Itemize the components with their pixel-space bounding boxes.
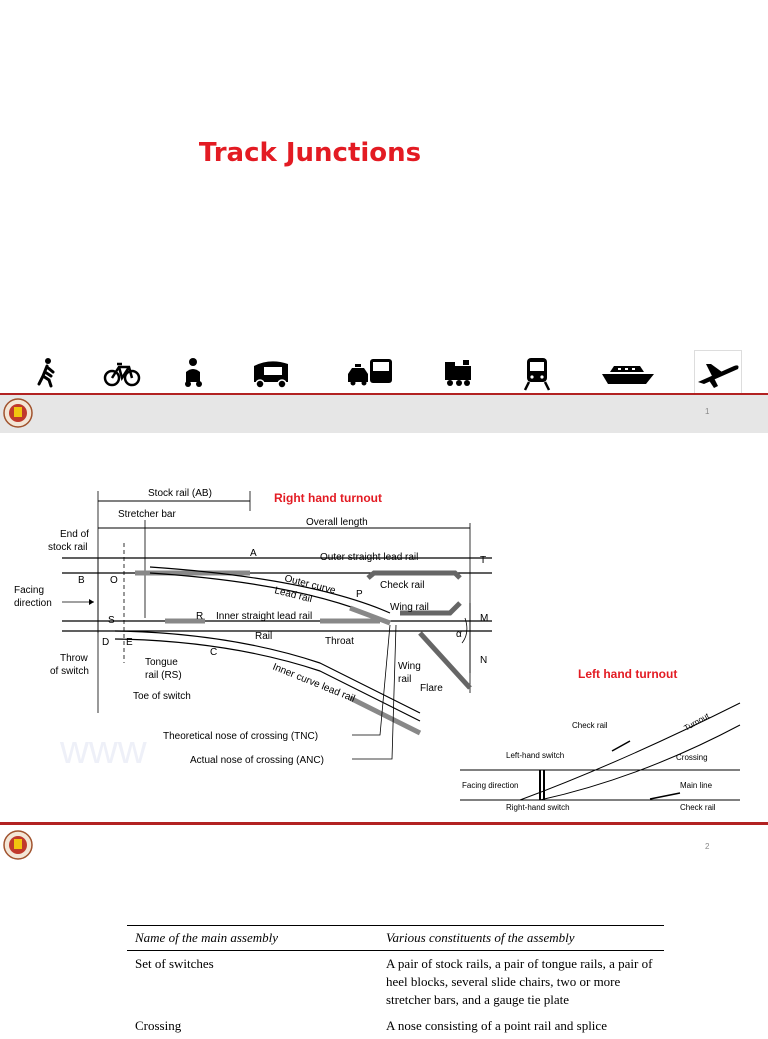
end-label-2: stock rail xyxy=(48,542,87,553)
point-C: C xyxy=(210,647,217,658)
slide-footer-band xyxy=(0,395,768,433)
rail-label: Rail xyxy=(255,631,272,642)
point-D: D xyxy=(102,637,109,648)
inset-check-rail-2: Check rail xyxy=(680,803,716,812)
table-header: Various constituents of the assembly xyxy=(378,925,664,951)
left-hand-turnout-title: Left hand turnout xyxy=(578,667,677,681)
inset-main-line: Main line xyxy=(680,781,713,790)
throw-label-2: of switch xyxy=(50,666,89,677)
inner-straight-label: Inner straight lead rail xyxy=(216,611,312,622)
wing-rail-label: Wing rail xyxy=(390,602,429,613)
check-rail-label: Check rail xyxy=(380,580,424,591)
tongue-label-1: Tongue xyxy=(145,657,178,668)
table-header: Name of the main assembly xyxy=(127,925,378,951)
tongue-label-2: rail (RS) xyxy=(145,670,182,681)
tnc-label: Theoretical nose of crossing (TNC) xyxy=(163,731,318,742)
ship-icon xyxy=(602,366,654,384)
table-cell: Crossing xyxy=(135,1018,182,1033)
slide-divider-2 xyxy=(0,822,768,825)
auto-rickshaw-icon xyxy=(254,361,288,389)
end-label-1: End of xyxy=(60,529,89,540)
table-row: Set of switches A pair of stock rails, a… xyxy=(127,951,664,1014)
right-hand-turnout-title: Right hand turnout xyxy=(274,491,382,505)
inset-facing: Facing direction xyxy=(462,781,518,790)
flare-label: Flare xyxy=(420,683,443,694)
slide-divider xyxy=(0,393,768,395)
stretcher-bar-label: Stretcher bar xyxy=(118,509,176,520)
wing-label-2: rail xyxy=(398,674,411,685)
slide-header-band-2 xyxy=(0,825,768,865)
bicycle-icon xyxy=(103,362,141,387)
point-S: S xyxy=(108,615,115,626)
table-header-row: Name of the main assembly Various consti… xyxy=(127,925,664,951)
overall-length-label: Overall length xyxy=(306,517,368,528)
institute-seal-icon-2 xyxy=(3,830,33,860)
alpha-label: α xyxy=(456,629,462,640)
steam-train-icon xyxy=(445,360,471,386)
point-B: B xyxy=(78,575,85,586)
turnout-diagram: www Stock rail (AB) Stretcher bar Overal… xyxy=(14,488,755,818)
page-number-2: 2 xyxy=(705,842,710,851)
inset-crossing: Crossing xyxy=(676,753,708,762)
point-O: O xyxy=(110,575,118,586)
slide-1: Track Junctions xyxy=(0,0,768,433)
facing-label-2: direction xyxy=(14,598,52,609)
inset-right-switch: Right-hand switch xyxy=(506,803,570,812)
metro-train-icon xyxy=(523,358,551,391)
table-cell: A nose consisting of a point rail and sp… xyxy=(386,1018,607,1033)
institute-seal-icon xyxy=(3,398,33,428)
facing-label-1: Facing xyxy=(14,585,44,596)
left-hand-turnout-inset: Check rail Turnout Left-hand switch Cros… xyxy=(455,693,755,818)
page-number: 1 xyxy=(705,407,710,416)
point-N: N xyxy=(480,655,487,666)
point-E: E xyxy=(126,637,133,648)
throw-label-1: Throw xyxy=(60,653,89,664)
toe-label: Toe of switch xyxy=(133,691,191,702)
point-R: R xyxy=(196,611,203,622)
anc-label: Actual nose of crossing (ANC) xyxy=(190,755,324,766)
outer-straight-label: Outer straight lead rail xyxy=(320,552,418,563)
watermark: www xyxy=(59,728,147,772)
wing-label-1: Wing xyxy=(398,661,421,672)
slide-title: Track Junctions xyxy=(198,138,422,168)
assembly-table: Name of the main assembly Various consti… xyxy=(127,925,664,1039)
car-bus-icon xyxy=(348,359,392,386)
point-T: T xyxy=(480,555,486,566)
point-P: P xyxy=(356,589,363,600)
throat-label: Throat xyxy=(325,636,354,647)
inset-left-switch: Left-hand switch xyxy=(506,751,564,760)
inset-check-rail: Check rail xyxy=(572,721,608,730)
scooter-icon xyxy=(185,358,202,387)
point-M: M xyxy=(480,613,488,624)
point-A: A xyxy=(250,548,257,559)
table-row: Crossing A nose consisting of a point ra… xyxy=(127,1013,664,1039)
table-cell: Set of switches xyxy=(135,956,214,971)
pedestrian-icon xyxy=(37,358,55,388)
stock-rail-label: Stock rail (AB) xyxy=(148,488,212,499)
table-cell: A pair of stock rails, a pair of tongue … xyxy=(386,956,653,1007)
airplane-icon xyxy=(698,364,739,388)
